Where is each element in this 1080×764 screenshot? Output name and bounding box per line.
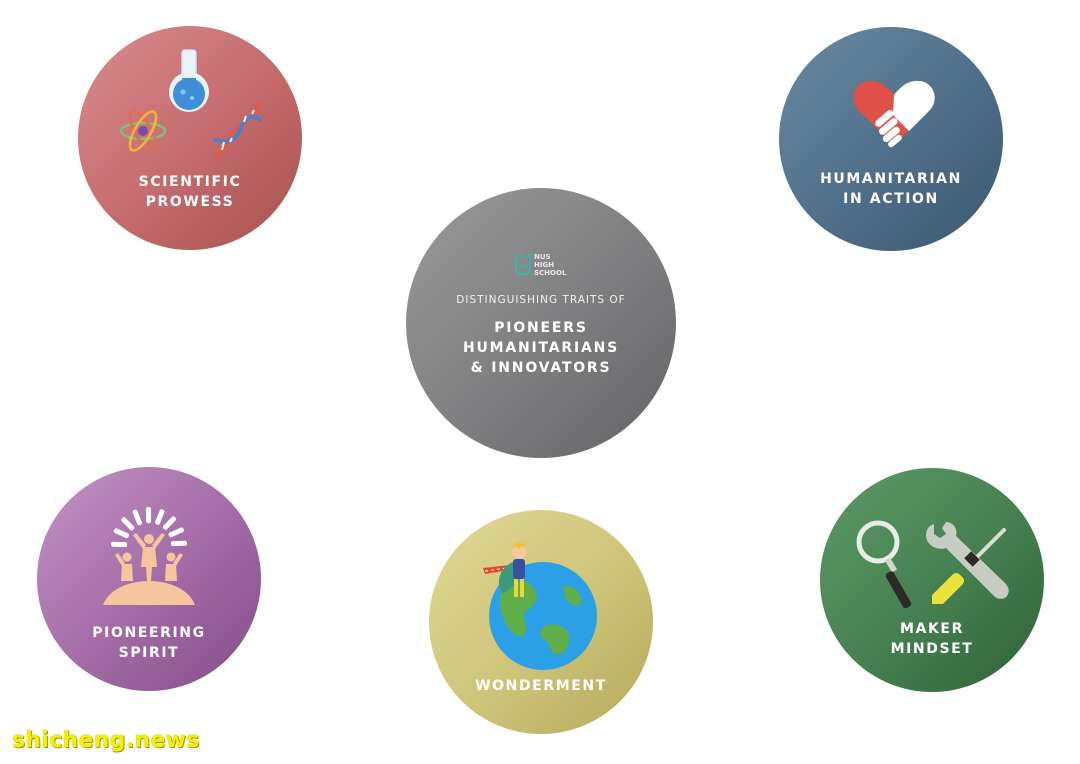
nus-high-school-logo: ✱ NUS HIGH SCHOOL xyxy=(514,252,567,277)
humanitarian-in-action-line1: HUMANITARIAN xyxy=(820,171,962,187)
wonderment-circle: WONDERMENT xyxy=(429,510,653,734)
pioneering-spirit-line1: PIONEERING xyxy=(92,625,206,641)
center-circle: ✱ NUS HIGH SCHOOL DISTINGUISHING TRAITS … xyxy=(406,188,676,458)
logo-text-high: HIGH xyxy=(534,261,554,269)
heart-handshake-icon xyxy=(853,80,935,148)
screwdriver-icon xyxy=(932,528,1006,604)
humanitarian-in-action-line2: IN ACTION xyxy=(843,191,939,207)
superhero-icon xyxy=(483,542,526,597)
people-on-mountain-icon xyxy=(103,507,195,605)
scientific-prowess-line1: SCIENTIFIC xyxy=(138,174,242,190)
center-title: PIONEERS HUMANITARIANS & INNOVATORS xyxy=(406,318,676,378)
wonderment-label: WONDERMENT xyxy=(429,676,653,696)
atom-icon xyxy=(119,110,167,152)
center-title-line3: & INNOVATORS xyxy=(470,360,612,376)
pioneering-spirit-label: PIONEERING SPIRIT xyxy=(37,623,261,663)
watermark: shicheng.news xyxy=(12,728,200,753)
pioneering-spirit-line2: SPIRIT xyxy=(118,645,180,661)
humanitarian-in-action-label: HUMANITARIAN IN ACTION xyxy=(779,169,1003,209)
svg-text:✱: ✱ xyxy=(520,252,527,261)
maker-mindset-line1: MAKER xyxy=(900,621,964,637)
maker-mindset-circle: MAKER MINDSET xyxy=(820,468,1044,692)
logo-text-school: SCHOOL xyxy=(534,269,567,277)
maker-mindset-line2: MINDSET xyxy=(890,641,974,657)
logo-text-nus: NUS xyxy=(534,253,551,261)
magnifying-glass-icon xyxy=(856,520,912,609)
scientific-prowess-line2: PROWESS xyxy=(145,194,235,210)
center-subtitle: DISTINGUISHING TRAITS OF xyxy=(456,294,626,306)
maker-mindset-label: MAKER MINDSET xyxy=(820,619,1044,659)
dna-icon xyxy=(214,102,262,158)
wonderment-line1: WONDERMENT xyxy=(475,678,607,694)
flask-icon xyxy=(169,49,209,112)
humanitarian-in-action-circle: HUMANITARIAN IN ACTION xyxy=(779,27,1003,251)
center-title-line2: HUMANITARIANS xyxy=(462,340,620,356)
center-title-line1: PIONEERS xyxy=(494,320,588,336)
scientific-prowess-circle: SCIENTIFIC PROWESS xyxy=(78,26,302,250)
pioneering-spirit-circle: PIONEERING SPIRIT xyxy=(37,467,261,691)
scientific-prowess-label: SCIENTIFIC PROWESS xyxy=(78,172,302,212)
